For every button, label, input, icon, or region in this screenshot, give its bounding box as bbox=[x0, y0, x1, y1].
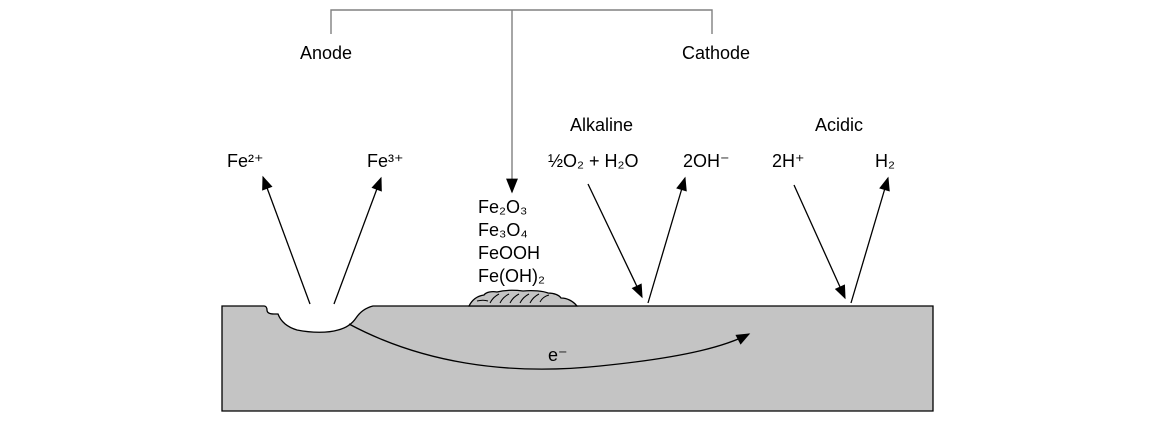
fe3-label: Fe³⁺ bbox=[367, 151, 404, 171]
cathode-label: Cathode bbox=[682, 43, 750, 63]
alkaline-reactant-label: ½O₂ + H₂O bbox=[548, 151, 639, 171]
metal-substrate bbox=[221, 305, 934, 412]
anode-arrow-fe2 bbox=[262, 175, 311, 305]
alkaline-product-arrow bbox=[647, 176, 687, 304]
alkaline-label: Alkaline bbox=[570, 115, 633, 135]
mound-hatching bbox=[476, 293, 550, 304]
electron-flow-arrow bbox=[348, 323, 751, 370]
acidic-product-label: H₂ bbox=[875, 151, 895, 171]
acidic-label: Acidic bbox=[815, 115, 863, 135]
deposit-product: FeOOH bbox=[478, 243, 540, 263]
fe2-label: Fe²⁺ bbox=[227, 151, 264, 171]
acidic-reactant-arrow bbox=[793, 184, 846, 300]
acidic-product-arrow bbox=[850, 176, 890, 304]
acidic-reactant-label: 2H⁺ bbox=[772, 151, 805, 171]
deposit-product: Fe(OH)₂ bbox=[478, 266, 545, 286]
anode-cathode-bracket bbox=[330, 9, 713, 34]
deposit-product: Fe₃O₄ bbox=[478, 220, 528, 240]
alkaline-product-label: 2OH⁻ bbox=[683, 151, 730, 171]
anode-label: Anode bbox=[300, 43, 352, 63]
alkaline-reactant-arrow bbox=[587, 183, 643, 299]
deposit-product: Fe₂O₃ bbox=[478, 197, 527, 217]
anode-arrow-fe3 bbox=[333, 176, 382, 305]
electron-label: e⁻ bbox=[548, 345, 568, 365]
